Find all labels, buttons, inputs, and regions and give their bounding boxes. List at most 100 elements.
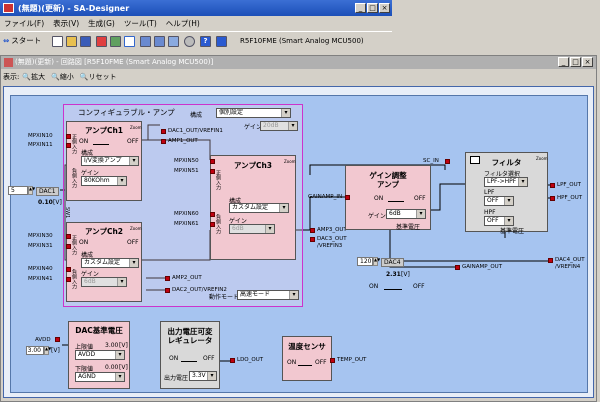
amp-ch1-zoom[interactable]: Zoom — [130, 125, 142, 130]
dac4-spinner[interactable]: ▲▼ — [373, 257, 380, 266]
temp-sensor-switch[interactable] — [298, 359, 312, 366]
mpxin30-pin[interactable] — [66, 234, 71, 239]
dac4-out-pin[interactable] — [548, 258, 553, 263]
filter-lpf-select[interactable]: OFF — [484, 196, 514, 206]
menu-view[interactable]: 表示(V) — [53, 19, 80, 28]
amp-ch2-gain-select[interactable]: 6dB — [81, 277, 127, 287]
reset-button[interactable]: 🔍リセット — [80, 72, 117, 82]
temp-sensor-block[interactable]: 温度センサ ON OFF — [282, 336, 332, 381]
new-icon[interactable] — [52, 36, 63, 47]
help-icon[interactable]: ? — [200, 36, 211, 47]
amp-ch2-zoom[interactable]: Zoom — [130, 226, 142, 231]
mode-label: 動作モード — [209, 294, 240, 301]
sc-in-pin[interactable] — [445, 159, 450, 164]
filter-block[interactable]: フィルタ Zoom フィルタ選択 LPF->HPF LPF OFF HPF OF… — [465, 152, 548, 235]
avdd-spinner[interactable]: ▲▼ — [44, 346, 51, 355]
filter-zoom[interactable]: Zoom — [536, 156, 548, 161]
amp-ch2-block[interactable]: アンプCh2 Zoom ON OFF 構成 カスタム設定 ゲイン 6dB 正側入… — [66, 222, 142, 302]
mpxin61-pin[interactable] — [210, 222, 215, 227]
amp-ch1-config-select[interactable]: I/V変換アンプ — [81, 156, 139, 166]
amp-ch1-block[interactable]: アンプCh1 Zoom ON OFF 構成 I/V変換アンプ ゲイン 80KOh… — [66, 121, 142, 201]
save-icon[interactable] — [80, 36, 91, 47]
start-button[interactable]: ⇔ スタート — [3, 35, 41, 46]
ldo-volt-select[interactable]: 3.3V — [189, 371, 217, 381]
filter-type-select[interactable]: LPF->HPF — [484, 177, 528, 187]
amp1-out-pin[interactable] — [161, 139, 166, 144]
temp-out-pin[interactable] — [330, 358, 335, 363]
amp-ch1-off: OFF — [127, 138, 139, 145]
schematic-minimize-button[interactable]: _ — [558, 57, 569, 67]
amp2-out-pin[interactable] — [165, 276, 170, 281]
dac3-out-pin[interactable] — [310, 237, 315, 242]
config-select[interactable]: 個別設定 — [216, 108, 291, 118]
mpxin31-pin[interactable] — [66, 244, 71, 249]
generate-icon[interactable] — [168, 36, 179, 47]
mpxin50-pin[interactable] — [210, 159, 215, 164]
menu-help[interactable]: ヘルプ(H) — [165, 19, 200, 28]
config-gain-select[interactable]: 20dB — [260, 121, 298, 131]
dac4-on: ON — [369, 283, 379, 290]
mpxin40-pin[interactable] — [66, 267, 71, 272]
copy-icon[interactable] — [96, 36, 107, 47]
dac-ref-lower-select[interactable]: AGND — [75, 372, 125, 382]
amp-ch3-gain-select[interactable]: 6dB — [229, 224, 275, 234]
settings-icon[interactable] — [184, 36, 195, 47]
avdd-unit: [V] — [51, 347, 60, 354]
amp-ch1-gain-select[interactable]: 80KOhm — [81, 176, 127, 186]
minimize-button[interactable]: _ — [355, 3, 366, 13]
amp-ch1-switch[interactable] — [93, 138, 109, 145]
dac1-out-pin[interactable] — [161, 129, 166, 134]
amp3-out-pin[interactable] — [310, 228, 315, 233]
dac-ref-upper-select[interactable]: AVDD — [75, 350, 125, 360]
gain-amp-block[interactable]: ゲイン調整 アンプ ON OFF ゲイン 6dB 基準電圧 — [345, 165, 431, 231]
dac-ref-block[interactable]: DAC基準電圧 上限値 3.00 [V] AVDD 下限値 0.00 [V] A… — [68, 321, 130, 389]
dac4-label: DAC4 — [381, 258, 404, 267]
menu-file[interactable]: ファイル(F) — [4, 19, 45, 28]
gain-amp-switch[interactable] — [388, 195, 404, 202]
zoom-out-button[interactable]: 🔍縮小 — [51, 72, 74, 82]
amp-ch2-config-select[interactable]: カスタム設定 — [81, 258, 139, 268]
filter-type-label: フィルタ選択 — [484, 171, 520, 178]
zoom-in-button[interactable]: 🔍拡大 — [22, 72, 45, 82]
dac1-spinner[interactable]: ▲▼ — [28, 186, 35, 195]
hpf-out-pin[interactable] — [550, 196, 555, 201]
ldo-out-pin[interactable] — [230, 358, 235, 363]
schematic-maximize-button[interactable]: □ — [570, 57, 581, 67]
maximize-button[interactable]: □ — [367, 3, 378, 13]
open-icon[interactable] — [66, 36, 77, 47]
mpxin11-pin[interactable] — [66, 143, 71, 148]
avdd-pin[interactable] — [55, 337, 60, 342]
dac1-value-field[interactable]: 5 — [8, 186, 28, 195]
lpf-out-pin[interactable] — [550, 183, 555, 188]
amp-ch3-config-select[interactable]: カスタム設定 — [229, 203, 289, 213]
dac4-switch[interactable] — [384, 283, 402, 290]
device-icon[interactable] — [216, 36, 227, 47]
ldo-block[interactable]: 出力電圧可変 レギュレータ ON OFF 出力電圧 3.3V — [160, 321, 220, 389]
amp-ch3-block[interactable]: アンプCh3 Zoom 構成 カスタム設定 ゲイン 6dB 正側入力 負側入力 — [210, 155, 296, 260]
gain-amp-gain-select[interactable]: 6dB — [386, 209, 426, 219]
export-icon[interactable] — [140, 36, 151, 47]
menu-generate[interactable]: 生成(G) — [88, 19, 115, 28]
import-icon[interactable] — [154, 36, 165, 47]
menu-tools[interactable]: ツール(T) — [123, 19, 157, 28]
mpxin60-pin[interactable] — [210, 212, 215, 217]
dac4-value-field[interactable]: 120 — [357, 257, 373, 266]
schematic-close-button[interactable]: × — [582, 57, 593, 67]
amp-ch3-zoom[interactable]: Zoom — [284, 159, 296, 164]
ldo-out-label: LDO_OUT — [237, 357, 264, 363]
ldo-switch[interactable] — [181, 355, 197, 362]
mpxin10-pin[interactable] — [66, 134, 71, 139]
paste-icon[interactable] — [110, 36, 121, 47]
mode-select[interactable]: 高速モード — [237, 290, 299, 300]
filter-hpf-select[interactable]: OFF — [484, 216, 514, 226]
filter-lpf-label: LPF — [484, 189, 495, 196]
close-button[interactable]: × — [379, 3, 390, 13]
mpxin41-pin[interactable] — [66, 277, 71, 282]
gainamp-in-pin[interactable] — [345, 195, 350, 200]
mpxin51-pin[interactable] — [210, 169, 215, 174]
window-icon[interactable] — [124, 36, 135, 47]
ldo-title-1: 出力電圧可変 — [167, 327, 213, 336]
dac2-out-pin[interactable] — [165, 288, 170, 293]
gainamp-out-pin[interactable] — [455, 265, 460, 270]
avdd-value-field[interactable]: 3.00 — [26, 346, 44, 355]
